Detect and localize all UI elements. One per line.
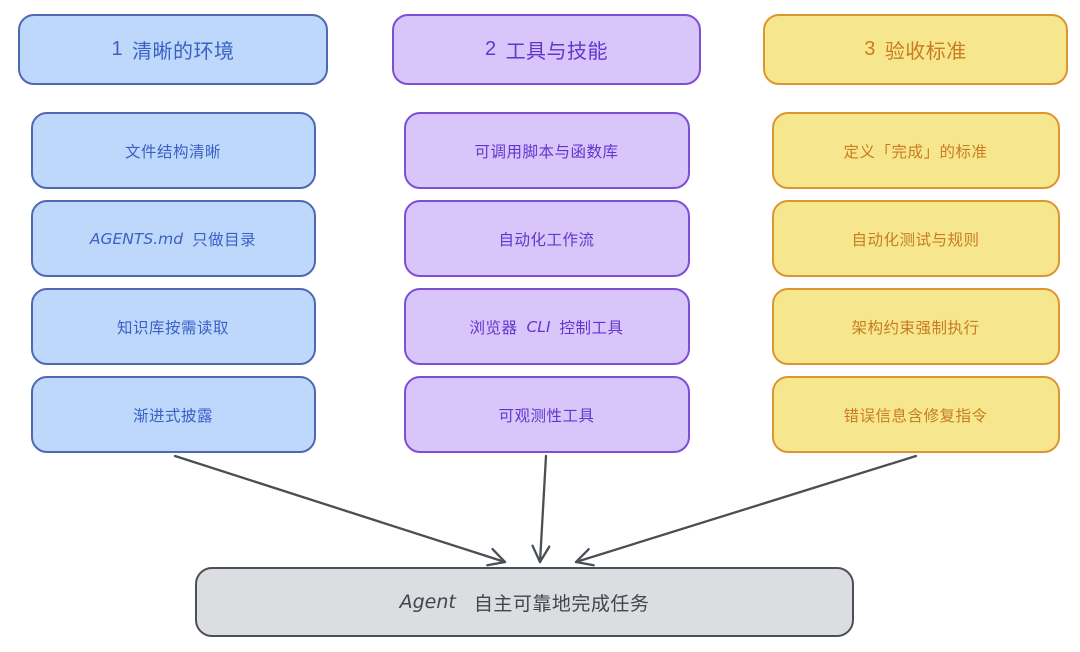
environment-column: 1 清晰的环境 文件结构清晰 AGENTS.md 只做目录 知识库按需读取 渐进… bbox=[18, 14, 328, 453]
arrow-acceptance-to-result bbox=[574, 454, 918, 567]
environment-item-1: 文件结构清晰 bbox=[30, 112, 316, 189]
environment-item-2: AGENTS.md 只做目录 bbox=[30, 200, 316, 277]
header-title: 清晰的环境 bbox=[132, 41, 235, 63]
item-label: 只做目录 bbox=[192, 231, 257, 249]
item-label: 可观测性工具 bbox=[498, 407, 595, 425]
arrow-tools-to-result bbox=[531, 454, 551, 564]
tools-item-4: 可观测性工具 bbox=[403, 376, 690, 453]
header-title: 工具与技能 bbox=[505, 41, 609, 63]
item-label: 浏览器 bbox=[469, 319, 518, 337]
tools-item-1: 可调用脚本与函数库 bbox=[403, 112, 690, 189]
environment-item-4: 渐进式披露 bbox=[30, 376, 316, 453]
acceptance-header: 3 验收标准 bbox=[763, 14, 1068, 85]
header-number: 1 bbox=[111, 38, 124, 60]
header-title: 验收标准 bbox=[884, 41, 967, 63]
item-label: 可调用脚本与函数库 bbox=[474, 143, 619, 161]
header-number: 2 bbox=[484, 38, 497, 60]
tools-column: 2 工具与技能 可调用脚本与函数库 自动化工作流 浏览器 CLI 控制工具 可观… bbox=[392, 14, 701, 453]
item-label-latin: AGENTS.md bbox=[89, 229, 184, 248]
environment-item-3: 知识库按需读取 bbox=[30, 288, 316, 365]
result-box: Agent 自主可靠地完成任务 bbox=[195, 567, 854, 637]
tools-item-2: 自动化工作流 bbox=[403, 200, 690, 277]
item-label: 自动化测试与规则 bbox=[851, 231, 980, 249]
tools-item-3: 浏览器 CLI 控制工具 bbox=[403, 288, 690, 365]
acceptance-item-2: 自动化测试与规则 bbox=[771, 200, 1060, 277]
acceptance-column: 3 验收标准 定义「完成」的标准 自动化测试与规则 架构约束强制执行 错误信息含… bbox=[763, 14, 1068, 453]
acceptance-item-4: 错误信息含修复指令 bbox=[771, 376, 1060, 453]
tools-header: 2 工具与技能 bbox=[392, 14, 701, 85]
item-label: 错误信息含修复指令 bbox=[843, 407, 988, 425]
result-label: 自主可靠地完成任务 bbox=[473, 593, 650, 615]
item-label: 知识库按需读取 bbox=[116, 319, 229, 337]
acceptance-item-3: 架构约束强制执行 bbox=[771, 288, 1060, 365]
item-label: 定义「完成」的标准 bbox=[843, 143, 988, 161]
environment-header: 1 清晰的环境 bbox=[18, 14, 328, 85]
item-label: 自动化工作流 bbox=[498, 231, 595, 249]
acceptance-item-1: 定义「完成」的标准 bbox=[771, 112, 1060, 189]
arrow-environment-to-result bbox=[173, 454, 507, 567]
header-number: 3 bbox=[864, 38, 876, 60]
item-label-latin: CLI bbox=[526, 317, 551, 336]
item-label: 架构约束强制执行 bbox=[851, 319, 980, 337]
item-label: 控制工具 bbox=[559, 319, 624, 337]
item-label: 渐进式披露 bbox=[132, 407, 213, 425]
result-label-latin: Agent bbox=[399, 591, 456, 613]
item-label: 文件结构清晰 bbox=[124, 143, 221, 161]
